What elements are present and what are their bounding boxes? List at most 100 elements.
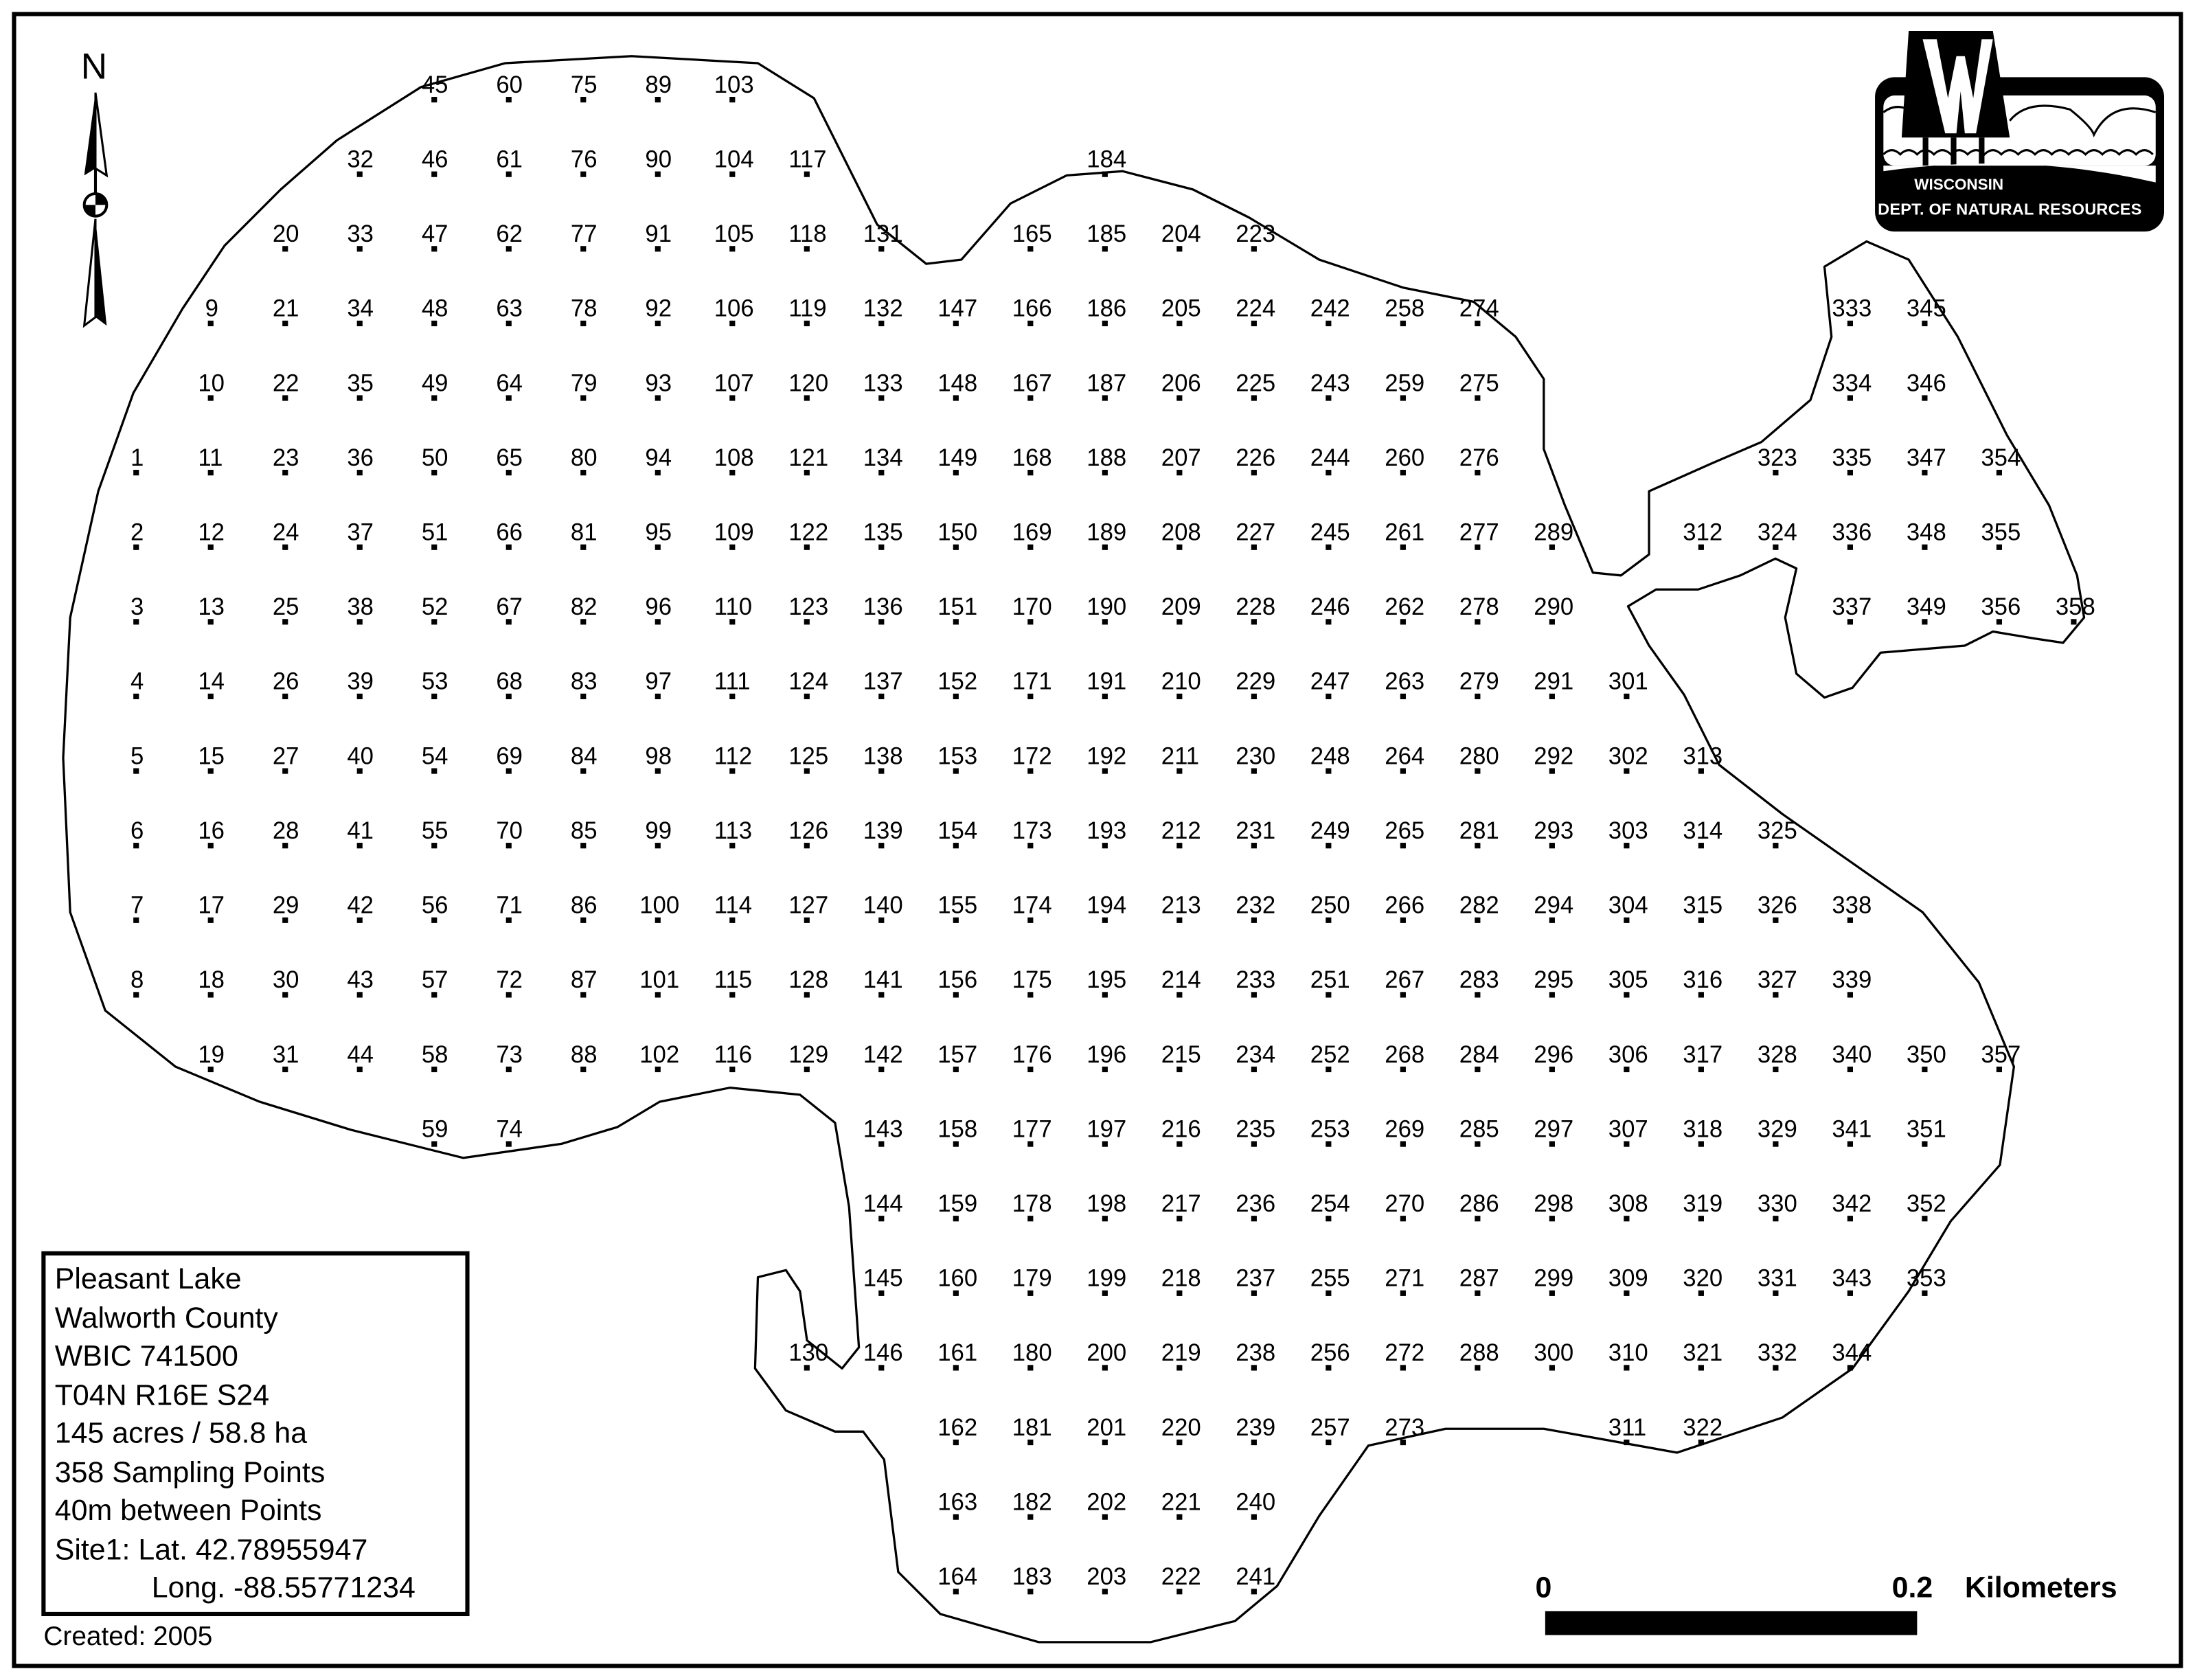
sampling-point: 103: [714, 72, 754, 103]
sampling-point-marker: [804, 470, 810, 476]
sampling-point: 216: [1161, 1116, 1201, 1147]
sampling-point: 353: [1907, 1266, 1946, 1296]
sampling-point-label: 167: [1012, 370, 1052, 396]
sampling-point: 250: [1310, 893, 1350, 923]
sampling-point: 148: [937, 370, 977, 401]
sampling-point: 310: [1608, 1340, 1648, 1371]
sampling-point-label: 357: [1981, 1042, 2021, 1068]
sampling-point: 123: [788, 594, 828, 625]
sampling-point: 73: [496, 1042, 523, 1073]
sampling-point-label: 230: [1236, 743, 1275, 769]
sampling-point: 192: [1087, 743, 1126, 774]
sampling-point-marker: [1400, 1141, 1406, 1147]
north-arrow: N: [81, 46, 109, 328]
sampling-point: 265: [1385, 818, 1424, 849]
sampling-point-marker: [133, 768, 139, 774]
sampling-point-marker: [655, 395, 661, 401]
sampling-point: 354: [1981, 445, 2021, 476]
sampling-point: 45: [422, 72, 448, 103]
sampling-point: 140: [863, 893, 903, 923]
sampling-point-label: 265: [1385, 818, 1424, 844]
sampling-point-marker: [804, 320, 810, 326]
sampling-point-label: 85: [571, 818, 598, 844]
sampling-point: 142: [863, 1042, 903, 1073]
sampling-point-marker: [1102, 1514, 1108, 1520]
sampling-point-label: 100: [639, 893, 679, 919]
sampling-point: 81: [571, 520, 598, 550]
sampling-point: 105: [714, 221, 754, 252]
sampling-point-label: 337: [1832, 594, 1872, 620]
sampling-point-label: 72: [496, 967, 523, 993]
sampling-point: 243: [1310, 370, 1350, 401]
sampling-point-marker: [1773, 1290, 1779, 1296]
sampling-point-marker: [1400, 917, 1406, 923]
sampling-point: 64: [496, 370, 523, 401]
sampling-point: 109: [714, 520, 754, 550]
sampling-point-marker: [878, 1216, 885, 1222]
sampling-point: 242: [1310, 296, 1350, 326]
sampling-point-label: 273: [1385, 1415, 1424, 1441]
sampling-point-marker: [1027, 1589, 1034, 1595]
sampling-point: 122: [788, 520, 828, 550]
sampling-point: 159: [937, 1191, 977, 1222]
sampling-point: 99: [645, 818, 672, 849]
sampling-point-label: 111: [714, 669, 751, 695]
sampling-point-label: 126: [788, 818, 828, 844]
sampling-point: 318: [1683, 1116, 1722, 1147]
sampling-point: 193: [1087, 818, 1126, 849]
sampling-point: 259: [1385, 370, 1424, 401]
sampling-point-label: 88: [571, 1042, 598, 1068]
sampling-point: 312: [1683, 520, 1722, 550]
sampling-point-label: 218: [1161, 1266, 1201, 1292]
sampling-point-marker: [655, 693, 661, 700]
sampling-point-label: 227: [1236, 520, 1275, 546]
sampling-point-label: 19: [198, 1042, 225, 1068]
sampling-point-marker: [1027, 1216, 1034, 1222]
sampling-point-label: 153: [937, 743, 977, 769]
sampling-point-marker: [580, 96, 587, 103]
sampling-point-marker: [1326, 544, 1332, 550]
sampling-point-label: 87: [571, 967, 598, 993]
sampling-point-label: 187: [1087, 370, 1126, 396]
sampling-point: 39: [347, 669, 374, 700]
sampling-point: 7: [130, 893, 144, 923]
sampling-point-marker: [1475, 619, 1481, 625]
sampling-point-label: 243: [1310, 370, 1350, 396]
sampling-point: 313: [1683, 743, 1722, 774]
sampling-point-label: 245: [1310, 520, 1350, 546]
sampling-point-label: 137: [863, 669, 903, 695]
sampling-point-marker: [1102, 1439, 1108, 1446]
sampling-point-label: 165: [1012, 221, 1052, 247]
sampling-point-marker: [505, 619, 512, 625]
sampling-point-label: 215: [1161, 1042, 1201, 1068]
sampling-point-marker: [1475, 693, 1481, 700]
sampling-point: 112: [714, 743, 752, 774]
sampling-point-label: 102: [639, 1042, 679, 1068]
sampling-point-label: 308: [1608, 1191, 1648, 1217]
sampling-point-label: 268: [1385, 1042, 1424, 1068]
sampling-point-marker: [1400, 544, 1406, 550]
sampling-point-marker: [1326, 1066, 1332, 1073]
sampling-point: 358: [2056, 594, 2095, 625]
sampling-point: 4: [130, 669, 144, 700]
sampling-point: 271: [1385, 1266, 1424, 1296]
sampling-point-label: 31: [273, 1042, 299, 1068]
sampling-point-marker: [1922, 1141, 1928, 1147]
sampling-point-label: 109: [714, 520, 754, 546]
sampling-point: 209: [1161, 594, 1201, 625]
sampling-point-marker: [655, 470, 661, 476]
sampling-point-label: 254: [1310, 1191, 1350, 1217]
sampling-point-label: 4: [130, 669, 144, 695]
sampling-point: 71: [496, 893, 523, 923]
sampling-point-marker: [804, 246, 810, 252]
sampling-point-marker: [1027, 1290, 1034, 1296]
sampling-point-label: 57: [422, 967, 448, 993]
sampling-point-marker: [655, 246, 661, 252]
sampling-point-label: 264: [1385, 743, 1424, 769]
sampling-point: 298: [1534, 1191, 1573, 1222]
sampling-point: 84: [571, 743, 598, 774]
sampling-point: 25: [273, 594, 299, 625]
sampling-point: 308: [1608, 1191, 1648, 1222]
sampling-point-marker: [1624, 1439, 1630, 1446]
sampling-point-marker: [1475, 470, 1481, 476]
